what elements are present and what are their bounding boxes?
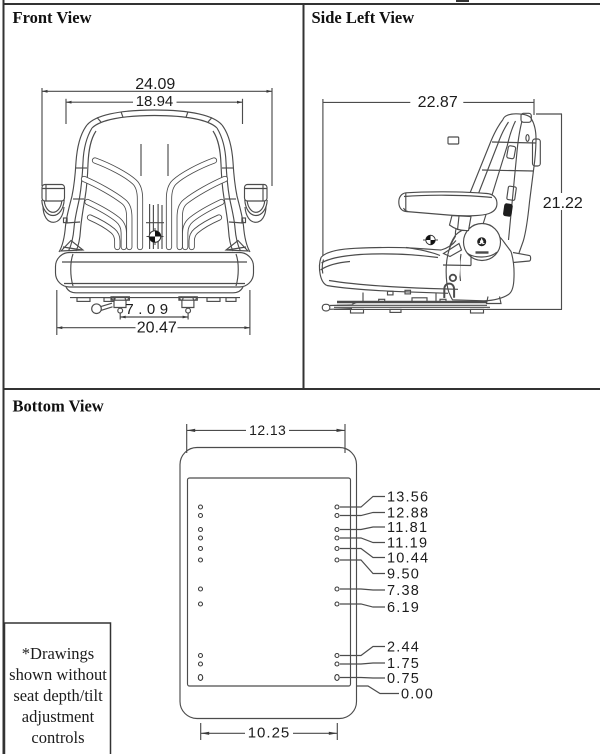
- svg-text:11.19: 11.19: [387, 536, 428, 552]
- svg-text:adjustment: adjustment: [22, 707, 95, 726]
- svg-text:13.56: 13.56: [387, 490, 429, 506]
- svg-text:0.00: 0.00: [401, 687, 434, 703]
- svg-text:22.87: 22.87: [418, 94, 458, 111]
- svg-text:*Drawings: *Drawings: [22, 644, 94, 663]
- svg-text:Side Left View: Side Left View: [312, 8, 415, 27]
- svg-text:Bottom View: Bottom View: [13, 397, 104, 416]
- svg-text:6.19: 6.19: [387, 600, 420, 616]
- svg-text:0.75: 0.75: [387, 671, 420, 687]
- svg-text:Front View: Front View: [13, 8, 92, 27]
- svg-text:1.75: 1.75: [387, 656, 420, 672]
- svg-text:18.94: 18.94: [136, 93, 174, 110]
- svg-text:24.09: 24.09: [135, 76, 175, 93]
- svg-text:seat depth/tilt: seat depth/tilt: [13, 686, 103, 705]
- svg-text:7.09: 7.09: [125, 301, 172, 318]
- svg-text:20.47: 20.47: [137, 319, 177, 336]
- svg-text:7.38: 7.38: [387, 583, 420, 599]
- svg-text:12.88: 12.88: [387, 506, 429, 522]
- svg-text:21.22: 21.22: [543, 195, 583, 212]
- svg-text:10.25: 10.25: [248, 724, 291, 741]
- svg-text:10.44: 10.44: [387, 551, 429, 567]
- svg-text:shown without: shown without: [9, 665, 107, 684]
- svg-text:controls: controls: [31, 728, 84, 747]
- svg-text:9.50: 9.50: [387, 567, 420, 583]
- svg-text:12.13: 12.13: [249, 422, 286, 438]
- svg-text:2.44: 2.44: [387, 640, 420, 656]
- svg-text:11.81: 11.81: [387, 520, 428, 536]
